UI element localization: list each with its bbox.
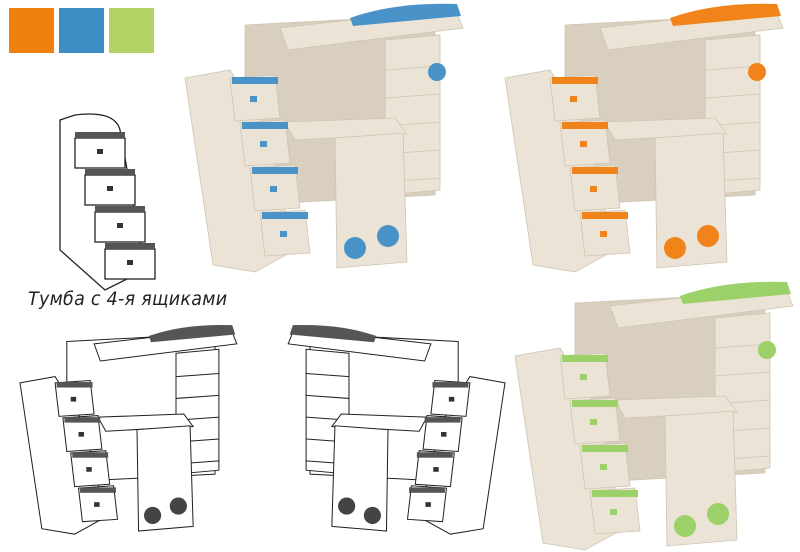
wheel-circle [144,506,162,525]
step-edge [432,382,469,388]
step-edge [572,167,618,174]
color-swatch-blue [59,8,104,53]
wheel-circle [344,237,366,259]
drawer-handle [590,419,597,425]
shelf [175,394,219,399]
loft-bed-drawing-right [287,324,506,535]
drawer-handle [280,231,287,237]
cabinet-drawer-handle [117,223,123,228]
step-edge [562,355,608,362]
drawer-handle [600,464,607,470]
side-circle [748,63,766,81]
step-edge [409,487,445,493]
step-edge [416,452,453,458]
stair-cabinet-drawing [59,113,156,291]
wheel-circle [338,497,356,515]
drawer-handle [570,96,577,102]
step-edge [582,445,628,452]
step-edge [64,417,101,423]
step-edge [552,77,598,84]
drawer-handle [94,502,100,507]
step-edge [424,417,461,423]
step-edge [592,490,638,497]
drawer-handle [610,509,617,515]
wheel-circle [363,506,381,525]
drawer-handle [70,396,77,402]
cabinet-step-edge [95,206,145,212]
drawer-handle [448,396,455,402]
desk-top [604,117,728,141]
loft-bed-blue [184,3,464,273]
cabinet-step-edge [105,243,155,249]
step-edge [72,452,109,458]
step-edge [262,212,308,219]
desk-top [284,117,408,141]
drawer-handle [441,431,447,437]
mattress [148,324,236,343]
drawer-handle [260,141,267,147]
drawer-handle [600,231,607,237]
loft-bed-green [514,281,794,551]
step-edge [242,122,288,129]
cabinet-drawer-handle [97,149,103,154]
wheel-circle [377,225,399,247]
step-edge [562,122,608,129]
loft-bed-drawing-left [19,324,238,535]
drawer-handle [580,141,587,147]
shelf [175,372,219,378]
color-swatch-orange [9,8,54,53]
wheel-circle [707,503,729,525]
drawer-handle [433,467,439,472]
step-edge [80,487,116,493]
drawer-handle [86,467,92,472]
side-circle [428,63,446,81]
wheel-circle [664,237,686,259]
shelf [714,371,771,377]
desk-top [614,395,738,419]
mattress [350,3,461,26]
drawer-handle [78,431,84,437]
wheel-circle [697,225,719,247]
drawer-handle [270,186,277,192]
color-swatch-green [109,8,154,53]
mattress [289,324,377,343]
step-edge [232,77,278,84]
step-edge [56,382,93,388]
shelf [384,93,441,99]
drawer-handle [425,502,431,507]
step-edge [572,400,618,407]
wheel-circle [169,497,187,515]
side-circle [758,341,776,359]
wheel-circle [674,515,696,537]
shelf [306,372,350,378]
step-edge [252,167,298,174]
step-edge [582,212,628,219]
cabinet-drawer-handle [127,260,133,265]
loft-bed-orange [504,3,784,273]
stair-cabinet-caption: Тумба с 4-я ящиками [28,288,228,310]
drawer-handle [590,186,597,192]
cabinet-step-edge [75,132,125,138]
cabinet-step-edge [85,169,135,175]
shelf [704,93,761,99]
cabinet-drawer-handle [107,186,113,191]
mattress [670,3,781,26]
shelf [306,394,350,399]
mattress [680,281,791,304]
drawer-handle [580,374,587,380]
drawer-handle [250,96,257,102]
